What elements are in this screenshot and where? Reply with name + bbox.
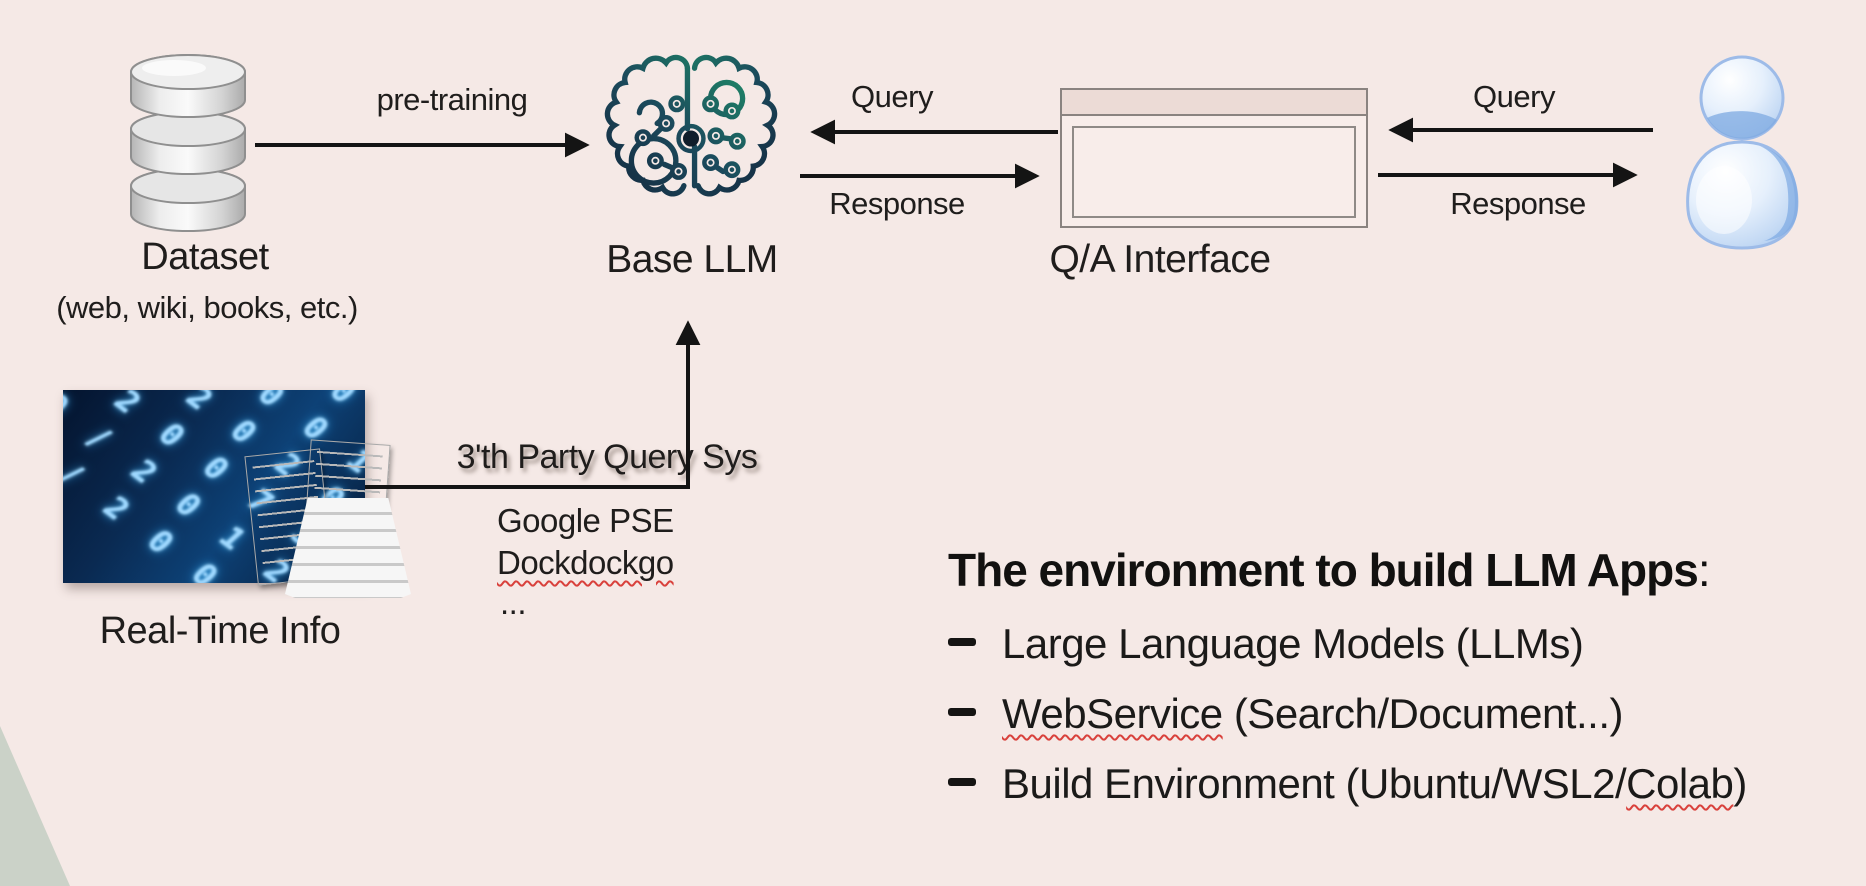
third-party-arrow-label: 3'th Party Query Sys [456, 438, 758, 476]
env-heading: The environment to build LLM Apps: [948, 544, 1711, 596]
realtime-info-figure: 0 1 7 / 2 0 1 8 1 3 / 2 0 0 1 8 0 2 / 2 … [63, 390, 411, 598]
circuit-brain-icon [604, 52, 780, 234]
llm-query-label: Query [851, 79, 933, 114]
base-llm-label: Base LLM [606, 238, 778, 281]
env-list-item: Build Environment (Ubuntu/WSL2/Colab) [948, 760, 1747, 830]
dash-bullet-icon [948, 778, 976, 786]
document-stack-icon [285, 498, 411, 598]
pretraining-arrow-label: pre-training [376, 82, 528, 117]
qa-interface-window [1060, 88, 1368, 228]
realtime-info-label: Real-Time Info [99, 610, 341, 652]
env-list: Large Language Models (LLMs) WebService … [948, 620, 1747, 830]
env-list-item: Large Language Models (LLMs) [948, 620, 1747, 690]
third-party-service-item: ... [500, 584, 527, 621]
user-response-label: Response [1450, 186, 1586, 221]
qa-window-titlebar [1062, 90, 1366, 116]
llm-response-label: Response [829, 186, 965, 221]
dataset-sublabel: (web, wiki, books, etc.) [56, 290, 358, 325]
dataset-label: Dataset [141, 236, 269, 278]
qa-window-content-area [1072, 126, 1356, 218]
env-list-item: WebService (Search/Document...) [948, 690, 1747, 760]
database-icon [130, 54, 246, 232]
dash-bullet-icon [948, 708, 976, 716]
third-party-service-item: Dockdockgo [497, 544, 674, 581]
person-icon [1686, 55, 1799, 250]
qa-interface-label: Q/A Interface [1049, 238, 1271, 281]
user-query-label: Query [1473, 79, 1555, 114]
third-party-service-item: Google PSE [497, 502, 674, 539]
dash-bullet-icon [948, 638, 976, 646]
corner-wedge-decoration [0, 726, 70, 886]
